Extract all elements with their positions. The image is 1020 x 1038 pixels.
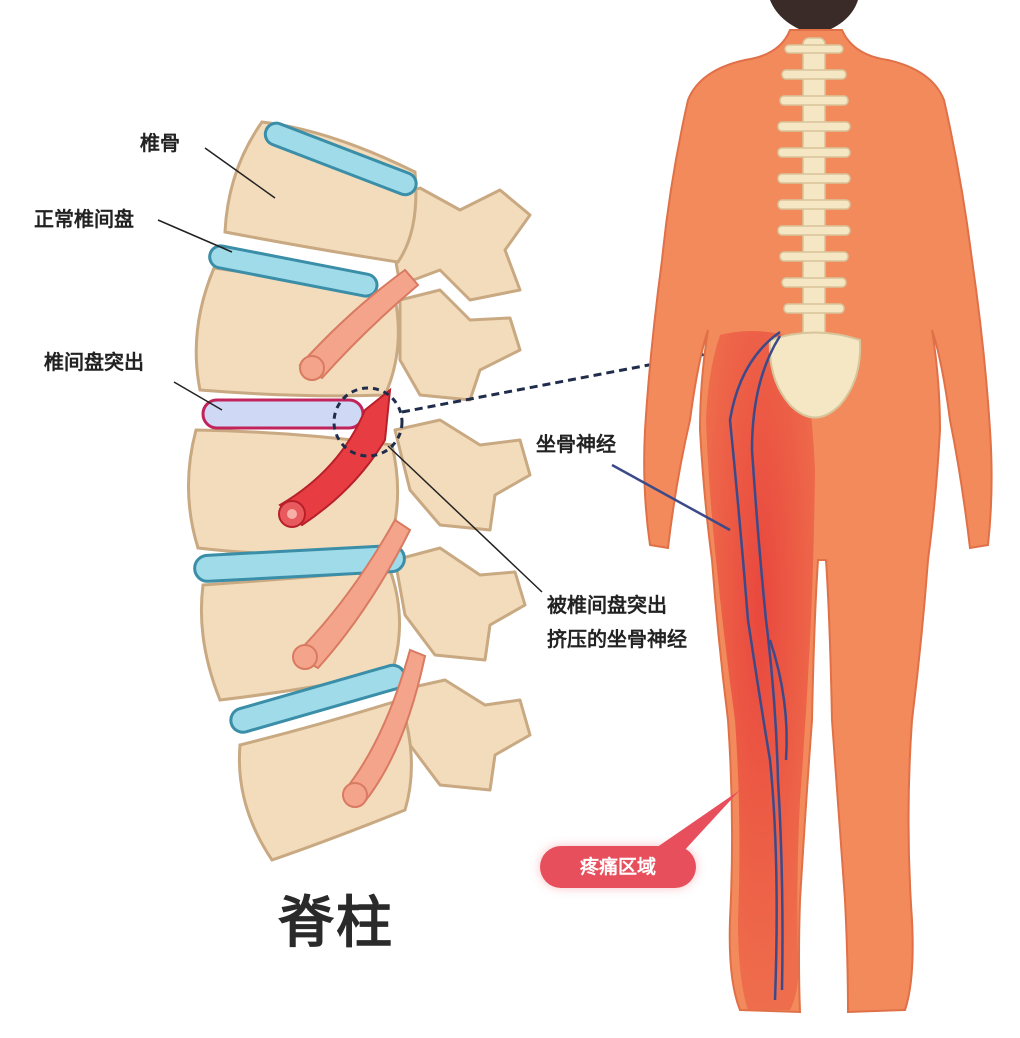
leader-lines <box>157 147 543 593</box>
sciatic-nerve-lines <box>728 330 788 1001</box>
nerve-roots <box>292 268 427 808</box>
label-compressed-line1: 被椎间盘突出 <box>547 593 667 617</box>
label-vertebra: 椎骨 <box>140 131 180 155</box>
sciatic-leader-line <box>611 463 731 532</box>
label-compressed-line2: 挤压的坐骨神经 <box>547 627 687 651</box>
pain-area-leg <box>706 331 815 1010</box>
label-disc-herniation: 椎间盘突出 <box>44 350 144 374</box>
spine-column <box>777 37 851 339</box>
label-compressed-nerve: 被椎间盘突出 挤压的坐骨神经 <box>547 588 687 656</box>
normal-discs <box>193 121 418 734</box>
compressed-nerve <box>278 387 392 528</box>
compression-highlight-circle <box>332 386 404 458</box>
pain-area-badge: 疼痛区域 <box>540 846 696 888</box>
sacrum <box>768 331 862 419</box>
body-silhouette <box>643 29 993 1014</box>
spine-illustration <box>157 120 543 862</box>
spine-title: 脊柱 <box>278 891 394 956</box>
label-sciatic-nerve: 坐骨神经 <box>536 432 616 456</box>
hair <box>770 0 858 35</box>
body-illustration <box>611 0 993 1014</box>
vertebra-processes <box>383 186 532 792</box>
label-normal-disc: 正常椎间盘 <box>34 207 134 231</box>
